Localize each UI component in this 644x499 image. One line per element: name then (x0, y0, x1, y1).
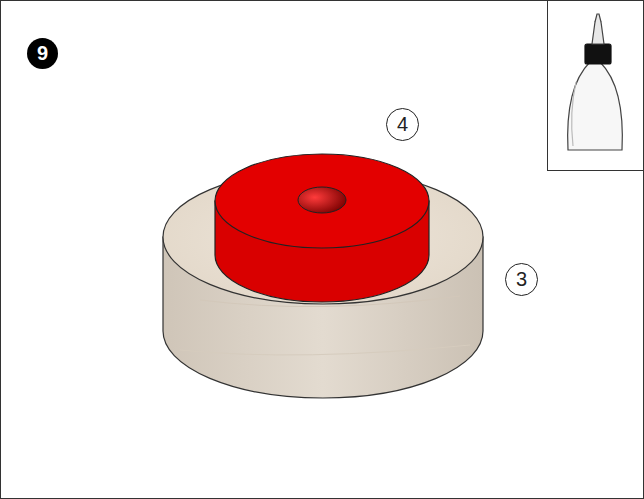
wood-disc (163, 170, 483, 398)
callout-number: 3 (505, 263, 538, 296)
step-number: 9 (27, 38, 58, 69)
callout-number: 4 (386, 108, 419, 141)
red-spacer (215, 154, 429, 302)
inset-box (548, 1, 644, 171)
glue-bottle (568, 14, 623, 150)
